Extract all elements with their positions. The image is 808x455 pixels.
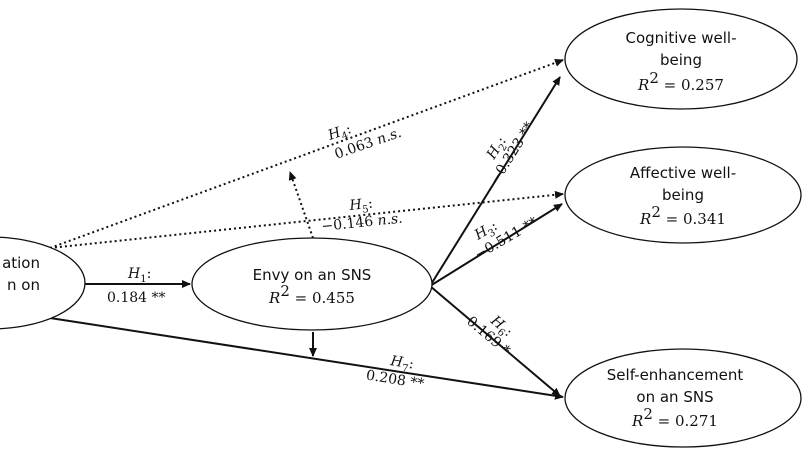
node-cognitive: Cognitive well- being R2 = 0.257	[564, 8, 798, 110]
edge-h4	[49, 58, 564, 249]
selfenh-label-line1: Self-enhancement	[607, 366, 744, 384]
source-label-line1: ation	[2, 254, 40, 272]
svg-text:H5:: H5:	[348, 196, 374, 217]
cognitive-label-line2: being	[660, 51, 702, 69]
source-label-line2: n on	[7, 276, 40, 294]
node-self-enhancement: Self-enhancement on an SNS R2 = 0.271	[564, 348, 802, 448]
svg-text:H4:: H4:	[325, 121, 354, 147]
edge-h5	[49, 190, 564, 249]
affective-r2: R2 = 0.341	[639, 203, 726, 228]
svg-text:0.184 **: 0.184 **	[107, 290, 166, 306]
envy-r2: R2 = 0.455	[268, 282, 355, 307]
envy-label: Envy on an SNS	[253, 266, 372, 284]
label-h1: H1: 0.184 **	[107, 266, 166, 306]
svg-text:0.208 **: 0.208 **	[365, 367, 425, 392]
svg-text:−0.146 n.s.: −0.146 n.s.	[321, 211, 404, 235]
label-h4: H4: 0.063 n.s.	[325, 121, 404, 163]
label-h5: H5: −0.146 n.s.	[321, 196, 404, 235]
affective-label-line2: being	[662, 186, 704, 204]
edge-h7	[49, 317, 564, 400]
svg-text:H7:: H7:	[388, 353, 415, 376]
edge-h6	[429, 285, 561, 397]
label-h3: H3: −0.511 **	[471, 214, 541, 263]
svg-text:H1:: H1:	[127, 266, 151, 285]
edge-h2	[429, 76, 561, 287]
edge-h3	[429, 203, 563, 287]
cognitive-r2: R2 = 0.257	[637, 69, 724, 94]
label-h6: H6: 0.169 *	[463, 312, 515, 359]
node-envy: Envy on an SNS R2 = 0.455	[191, 237, 433, 331]
node-source: ation n on	[0, 236, 86, 330]
cognitive-label-line1: Cognitive well-	[625, 29, 736, 47]
affective-label-line1: Affective well-	[630, 164, 736, 182]
selfenh-label-line2: on an SNS	[636, 388, 713, 406]
node-affective: Affective well- being R2 = 0.341	[564, 146, 802, 244]
moderation-arrow-up	[288, 171, 314, 239]
label-h2: H2: −0.323 **	[483, 119, 537, 187]
label-h7: H7: 0.208 **	[365, 353, 425, 392]
selfenh-r2: R2 = 0.271	[631, 405, 718, 430]
